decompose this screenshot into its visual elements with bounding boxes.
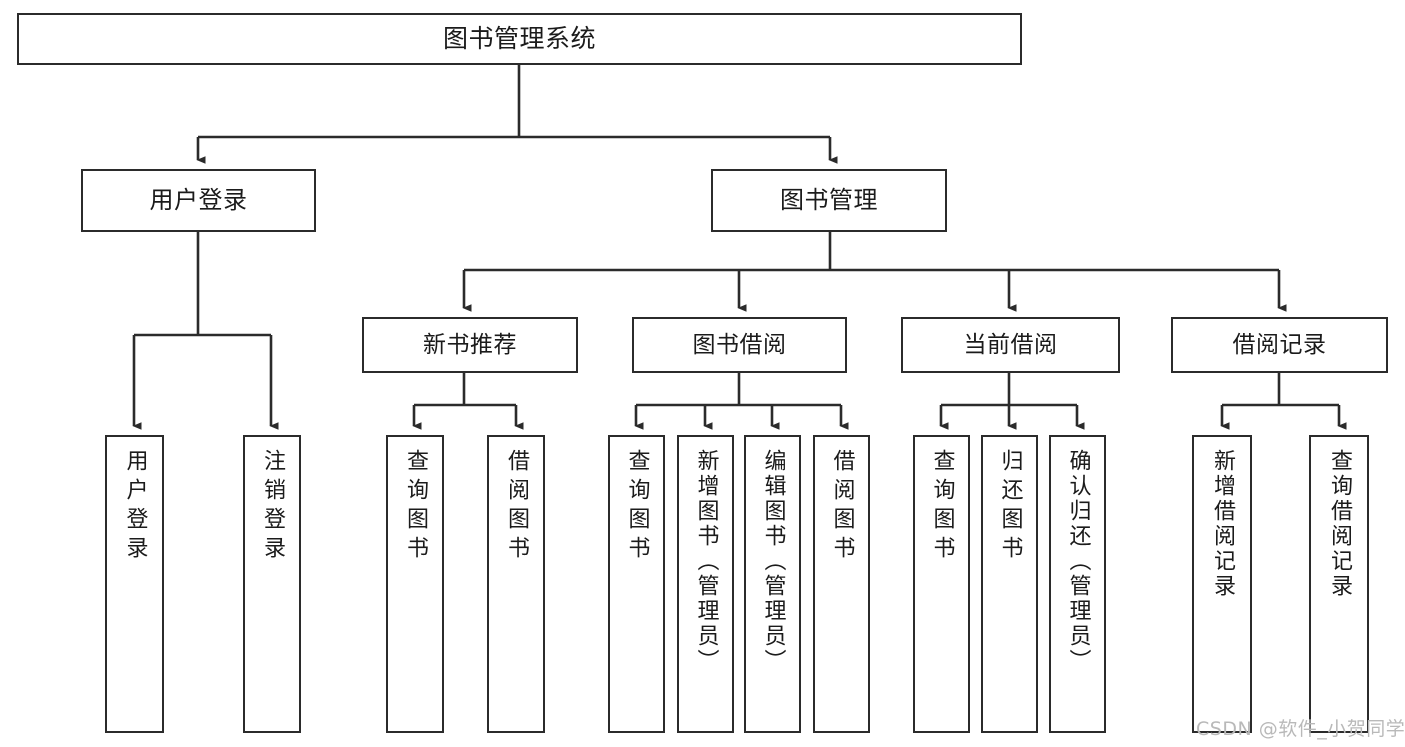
- node-leaf-user-logout-label: 注销登录: [260, 449, 285, 565]
- node-leaf-borrow-book-2-label: 借阅图书: [829, 449, 855, 565]
- node-book-borrow[interactable]: 图书借阅: [632, 317, 847, 373]
- node-book-manage[interactable]: 图书管理: [711, 169, 947, 232]
- node-leaf-add-record[interactable]: 新增借阅记录: [1192, 435, 1252, 733]
- node-leaf-query-book-1[interactable]: 查询图书: [386, 435, 444, 733]
- node-leaf-add-book-label: 新增图书（管理员）: [693, 449, 719, 674]
- node-new-book-recommend[interactable]: 新书推荐: [362, 317, 578, 373]
- node-user-login-label: 用户登录: [149, 185, 248, 214]
- node-book-manage-label: 图书管理: [780, 185, 878, 214]
- node-leaf-borrow-book-1[interactable]: 借阅图书: [487, 435, 545, 733]
- node-leaf-edit-book-label: 编辑图书（管理员）: [760, 449, 786, 674]
- node-leaf-user-login[interactable]: 用户登录: [105, 435, 164, 733]
- node-book-borrow-label: 图书借阅: [692, 331, 787, 358]
- node-leaf-return-book[interactable]: 归还图书: [981, 435, 1038, 733]
- node-leaf-query-record-label: 查询借阅记录: [1327, 449, 1352, 599]
- node-leaf-query-record[interactable]: 查询借阅记录: [1309, 435, 1369, 733]
- node-leaf-confirm-return-label: 确认归还（管理员）: [1065, 449, 1091, 674]
- node-leaf-user-login-label: 用户登录: [122, 449, 148, 565]
- node-leaf-add-book[interactable]: 新增图书（管理员）: [677, 435, 734, 733]
- node-new-book-recommend-label: 新书推荐: [423, 331, 517, 358]
- node-user-login[interactable]: 用户登录: [81, 169, 316, 232]
- node-leaf-borrow-book-2[interactable]: 借阅图书: [813, 435, 870, 733]
- node-current-borrow[interactable]: 当前借阅: [901, 317, 1120, 373]
- node-root-label: 图书管理系统: [442, 23, 596, 53]
- node-root-book-management-system[interactable]: 图书管理系统: [17, 13, 1022, 65]
- node-leaf-query-book-3-label: 查询图书: [929, 449, 955, 565]
- node-leaf-return-book-label: 归还图书: [997, 449, 1023, 565]
- node-leaf-query-book-1-label: 查询图书: [403, 449, 428, 565]
- node-leaf-user-logout[interactable]: 注销登录: [243, 435, 301, 733]
- node-borrow-record[interactable]: 借阅记录: [1171, 317, 1388, 373]
- node-leaf-query-book-2[interactable]: 查询图书: [608, 435, 665, 733]
- node-leaf-confirm-return[interactable]: 确认归还（管理员）: [1049, 435, 1106, 733]
- csdn-watermark: CSDN @软件_小贺同学: [1196, 718, 1405, 740]
- node-leaf-add-record-label: 新增借阅记录: [1210, 449, 1235, 599]
- node-borrow-record-label: 借阅记录: [1232, 331, 1327, 358]
- node-leaf-borrow-book-1-label: 借阅图书: [504, 449, 529, 565]
- node-leaf-edit-book[interactable]: 编辑图书（管理员）: [744, 435, 801, 733]
- node-leaf-query-book-3[interactable]: 查询图书: [913, 435, 970, 733]
- node-leaf-query-book-2-label: 查询图书: [624, 449, 650, 565]
- node-current-borrow-label: 当前借阅: [963, 331, 1058, 358]
